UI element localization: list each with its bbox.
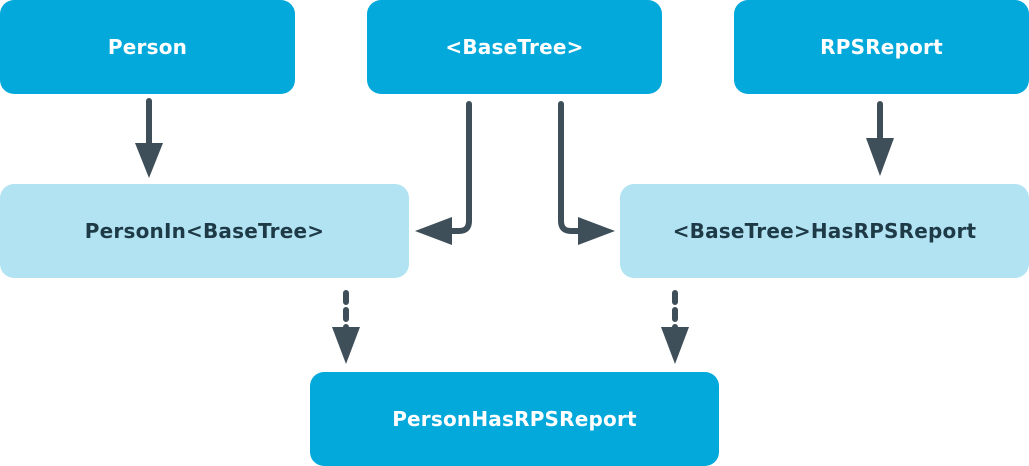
node-base-tree-has-rps-report-label: <BaseTree>HasRPSReport [672,219,977,243]
node-person-has-rps-report-label: PersonHasRPSReport [392,407,637,431]
arrowhead-base-tree-to-base-tree-has-rps-report [578,217,615,245]
arrow-base-tree-to-base-tree-has-rps-report [558,101,585,234]
arrow-base-tree-to-person-in-base-tree [445,101,472,234]
node-base-tree: <BaseTree> [367,0,662,94]
node-person-has-rps-report: PersonHasRPSReport [310,372,719,466]
node-person-in-base-tree-label: PersonIn<BaseTree> [84,219,325,243]
arrowhead-person-in-base-tree-to-person-has-rps-report [332,327,360,364]
arrowhead-rps-report-to-base-tree-has-rps-report [866,138,894,176]
arrowhead-person-to-person-in-base-tree [135,143,163,178]
node-person: Person [0,0,295,94]
arrowhead-base-tree-to-person-in-base-tree [415,217,452,245]
node-rps-report: RPSReport [734,0,1029,94]
node-base-tree-has-rps-report: <BaseTree>HasRPSReport [620,184,1029,278]
node-person-label: Person [107,35,188,59]
arrowhead-base-tree-has-rps-report-to-person-has-rps-report [661,327,689,364]
node-rps-report-label: RPSReport [820,35,943,59]
node-base-tree-label: <BaseTree> [445,35,584,59]
node-person-in-base-tree: PersonIn<BaseTree> [0,184,409,278]
